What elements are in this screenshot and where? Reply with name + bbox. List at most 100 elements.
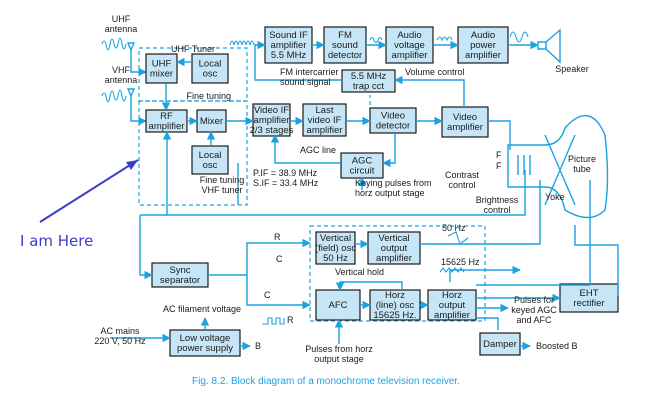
ac-filament-label: AC filament voltage [163,304,241,314]
trap-label: trap cct [353,81,385,92]
last-video-if-label: Last [316,105,334,116]
c1-label: C [276,254,283,264]
ac-mains-label: 220 V, 50 Hz [94,336,146,346]
vhf-antenna-icon [101,88,146,121]
uhf-local-osc-label: Local [199,59,222,70]
horizontal-sawtooth [439,267,465,273]
vertical-osc-label: (field) osc [315,243,356,254]
audio-voltage-label: voltage [394,40,425,51]
horz-osc-label: (line) osc [376,300,415,311]
audio-power-label: power [470,40,496,51]
sound-if-label: Sound IF [269,30,308,41]
audio-power-label: Audio [471,30,495,41]
afc-block: AFC [315,289,361,321]
speaker-label: Speaker [555,64,589,74]
vertical-output-label: Vertical [378,233,409,244]
horz-osc-label: 15625 Hz. [373,310,416,321]
uhf-antenna-label: UHF [112,14,131,24]
video-amplifier-label: Video [453,112,477,123]
deflection-group [309,225,486,322]
picture-tube-label: Picture [568,154,596,164]
audio-power-waveform [509,31,529,43]
picture-tube-label: tube [573,164,591,174]
audio-waveform [436,36,453,42]
annotation-label: I am Here [20,232,93,250]
fine-tuning-vhf-label: Fine tuning [200,175,245,185]
audio-voltage-label: amplifier [392,50,428,61]
uhf-mixer-label: UHF [152,59,172,70]
brightness-control-label: control [483,205,510,215]
volume-control-label: Volume control [405,67,465,77]
f2-label: F [496,161,502,171]
contrast-control-label: control [448,180,475,190]
r1-label: R [274,232,281,242]
vhf-local-osc-label: Local [199,150,222,161]
damper-label: Damper [483,339,517,350]
sync-separator-label: Sync [169,265,190,276]
pulses-from-horz-label: Pulses from horz [305,344,373,354]
horz-output-label: amplifier [434,310,470,321]
hz15625-label: 15625 Hz [441,257,480,267]
fm-intercarrier-label: FM intercarrier [280,67,339,77]
f1-label: F [496,150,502,160]
trap-label: 5.5 MHz [351,71,387,82]
sync-pulse-waveform [262,317,285,325]
video-detector-label: Video [381,111,405,122]
fm-detector-label: detector [328,50,362,61]
c2-label: C [264,290,271,300]
mixer-label: Mixer [200,116,223,127]
picture-tube-icon [507,115,609,219]
yoke-label: Yoke [545,192,565,202]
sync-separator-label: separator [160,275,200,286]
vhf-antenna-label: VHF [112,65,131,75]
mixer-block: Mixer [196,109,227,133]
uhf-antenna-label: antenna [105,24,138,34]
hz50-label: 50 Hz [442,223,466,233]
last-video-if-label: amplifier [307,125,343,136]
pulses-keyed-label: and AFC [516,315,552,325]
pulses-from-horz-label: output stage [314,354,364,364]
vertical-output-label: output [381,243,408,254]
audio-power-label: amplifier [465,50,501,61]
vertical-hold-label: Vertical hold [335,267,384,277]
eht-rectifier-label: EHT [580,288,599,299]
fine-tuning-uhf-label: Fine tuning [186,91,231,101]
ac-mains-label: AC mains [100,326,140,336]
vertical-osc-label: 50 Hz [323,253,348,264]
horz-output-label: output [439,300,466,311]
vertical-osc-label: Vertical [320,233,351,244]
fm-waveform [369,36,383,44]
keying-pulses-label: horz output stage [355,188,425,198]
keying-pulses-label: Keying pulses from [355,178,432,188]
rf-amplifier-label: RF [160,111,173,122]
sound-if-label: amplifier [271,40,307,51]
sound-if-waveform [229,40,255,46]
video-if-label: 2/3 stages [250,125,294,136]
pulses-keyed-label: keyed AGC [511,305,557,315]
afc-label: AFC [329,300,348,311]
low-voltage-ps-label: Low voltage [180,333,231,344]
vhf-tuner-group [138,100,248,206]
figure-caption: Fig. 8.2. Block diagram of a monochrome … [192,376,460,387]
agc-line-label: AGC line [300,145,336,155]
vhf-local-osc-label: osc [203,160,218,171]
video-if-label: amplifier [254,115,290,126]
contrast-control-label: Contrast [445,170,480,180]
video-amplifier-label: amplifier [447,122,483,133]
